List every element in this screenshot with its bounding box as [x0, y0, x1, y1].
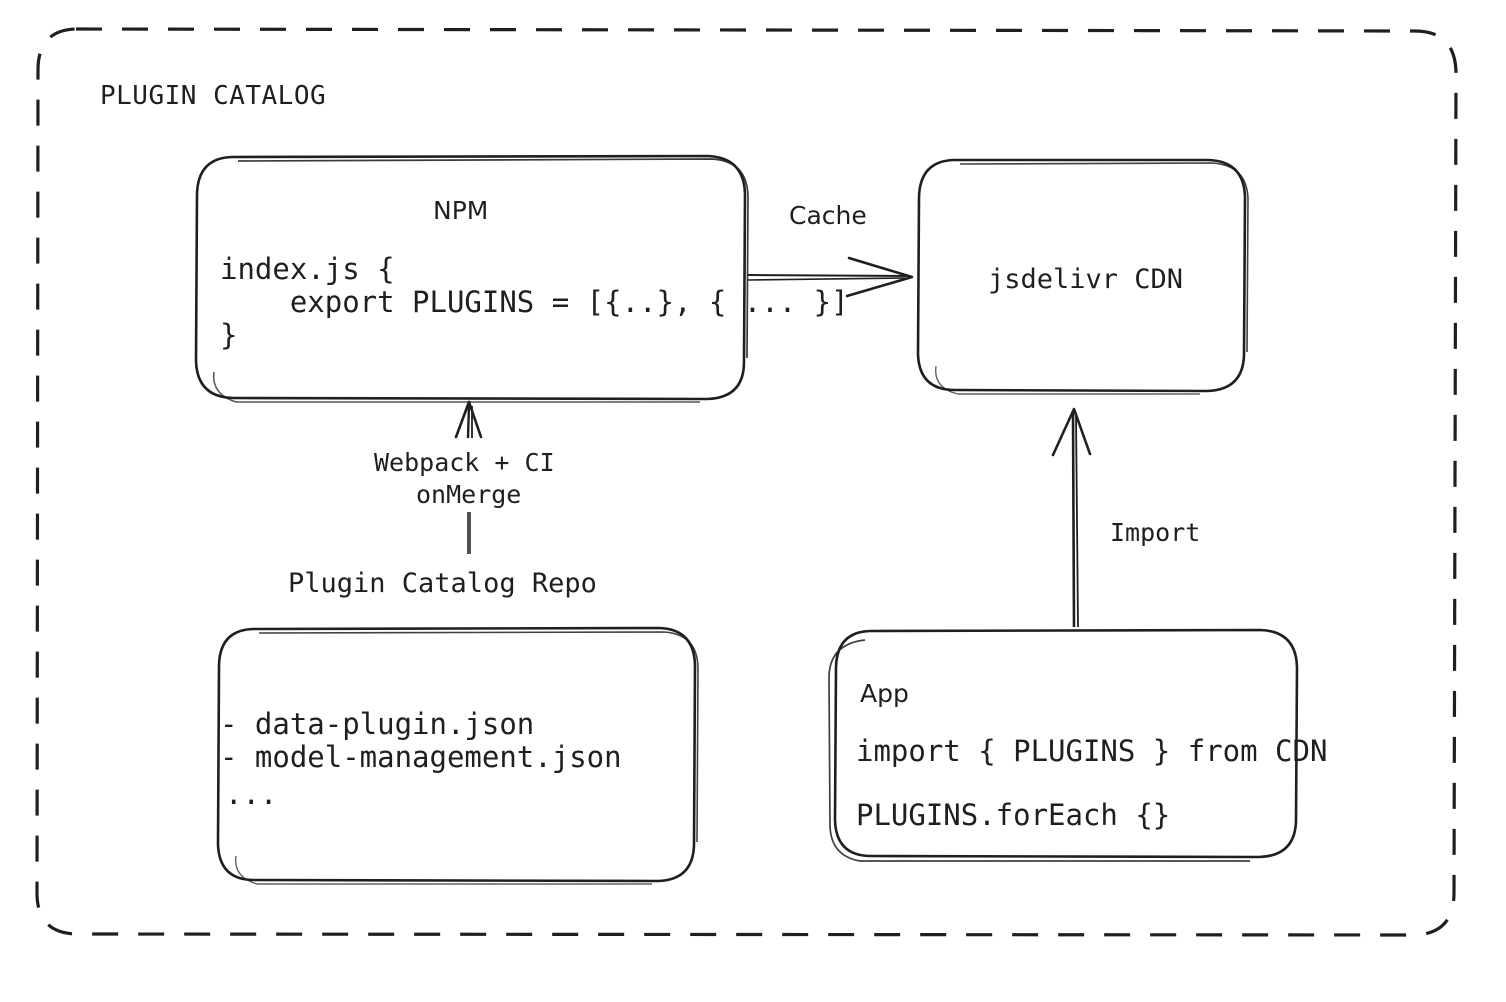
app-code-line-2: PLUGINS.forEach {} [856, 798, 1171, 832]
cdn-box-title: jsdelivr CDN [988, 264, 1184, 295]
edge-label-import: Import [1110, 518, 1201, 547]
edge-label-webpack-ci: Webpack + CI [374, 448, 555, 477]
app-code-line-1: import { PLUGINS } from CDN [856, 734, 1328, 768]
edge-repo-to-npm [454, 400, 483, 554]
repo-list-item-2: - model-management.json [220, 740, 622, 774]
repo-list-item-3: ... [225, 777, 278, 811]
group-title-plugin-catalog: PLUGIN CATALOG [100, 81, 327, 111]
repo-outer-label: Plugin Catalog Repo [288, 568, 597, 599]
edge-label-cache: Cache [789, 201, 867, 230]
edge-app-to-cdn [1051, 407, 1092, 628]
repo-list-item-1: - data-plugin.json [220, 707, 535, 741]
app-box-title: App [860, 679, 909, 708]
edge-label-onmerge: onMerge [416, 480, 522, 509]
npm-code-line-3: } [220, 318, 238, 352]
npm-box-title: NPM [433, 196, 489, 225]
npm-code-line-1: index.js { [220, 252, 395, 286]
npm-code-line-2: export PLUGINS = [{..}, { ... }] [220, 285, 849, 319]
